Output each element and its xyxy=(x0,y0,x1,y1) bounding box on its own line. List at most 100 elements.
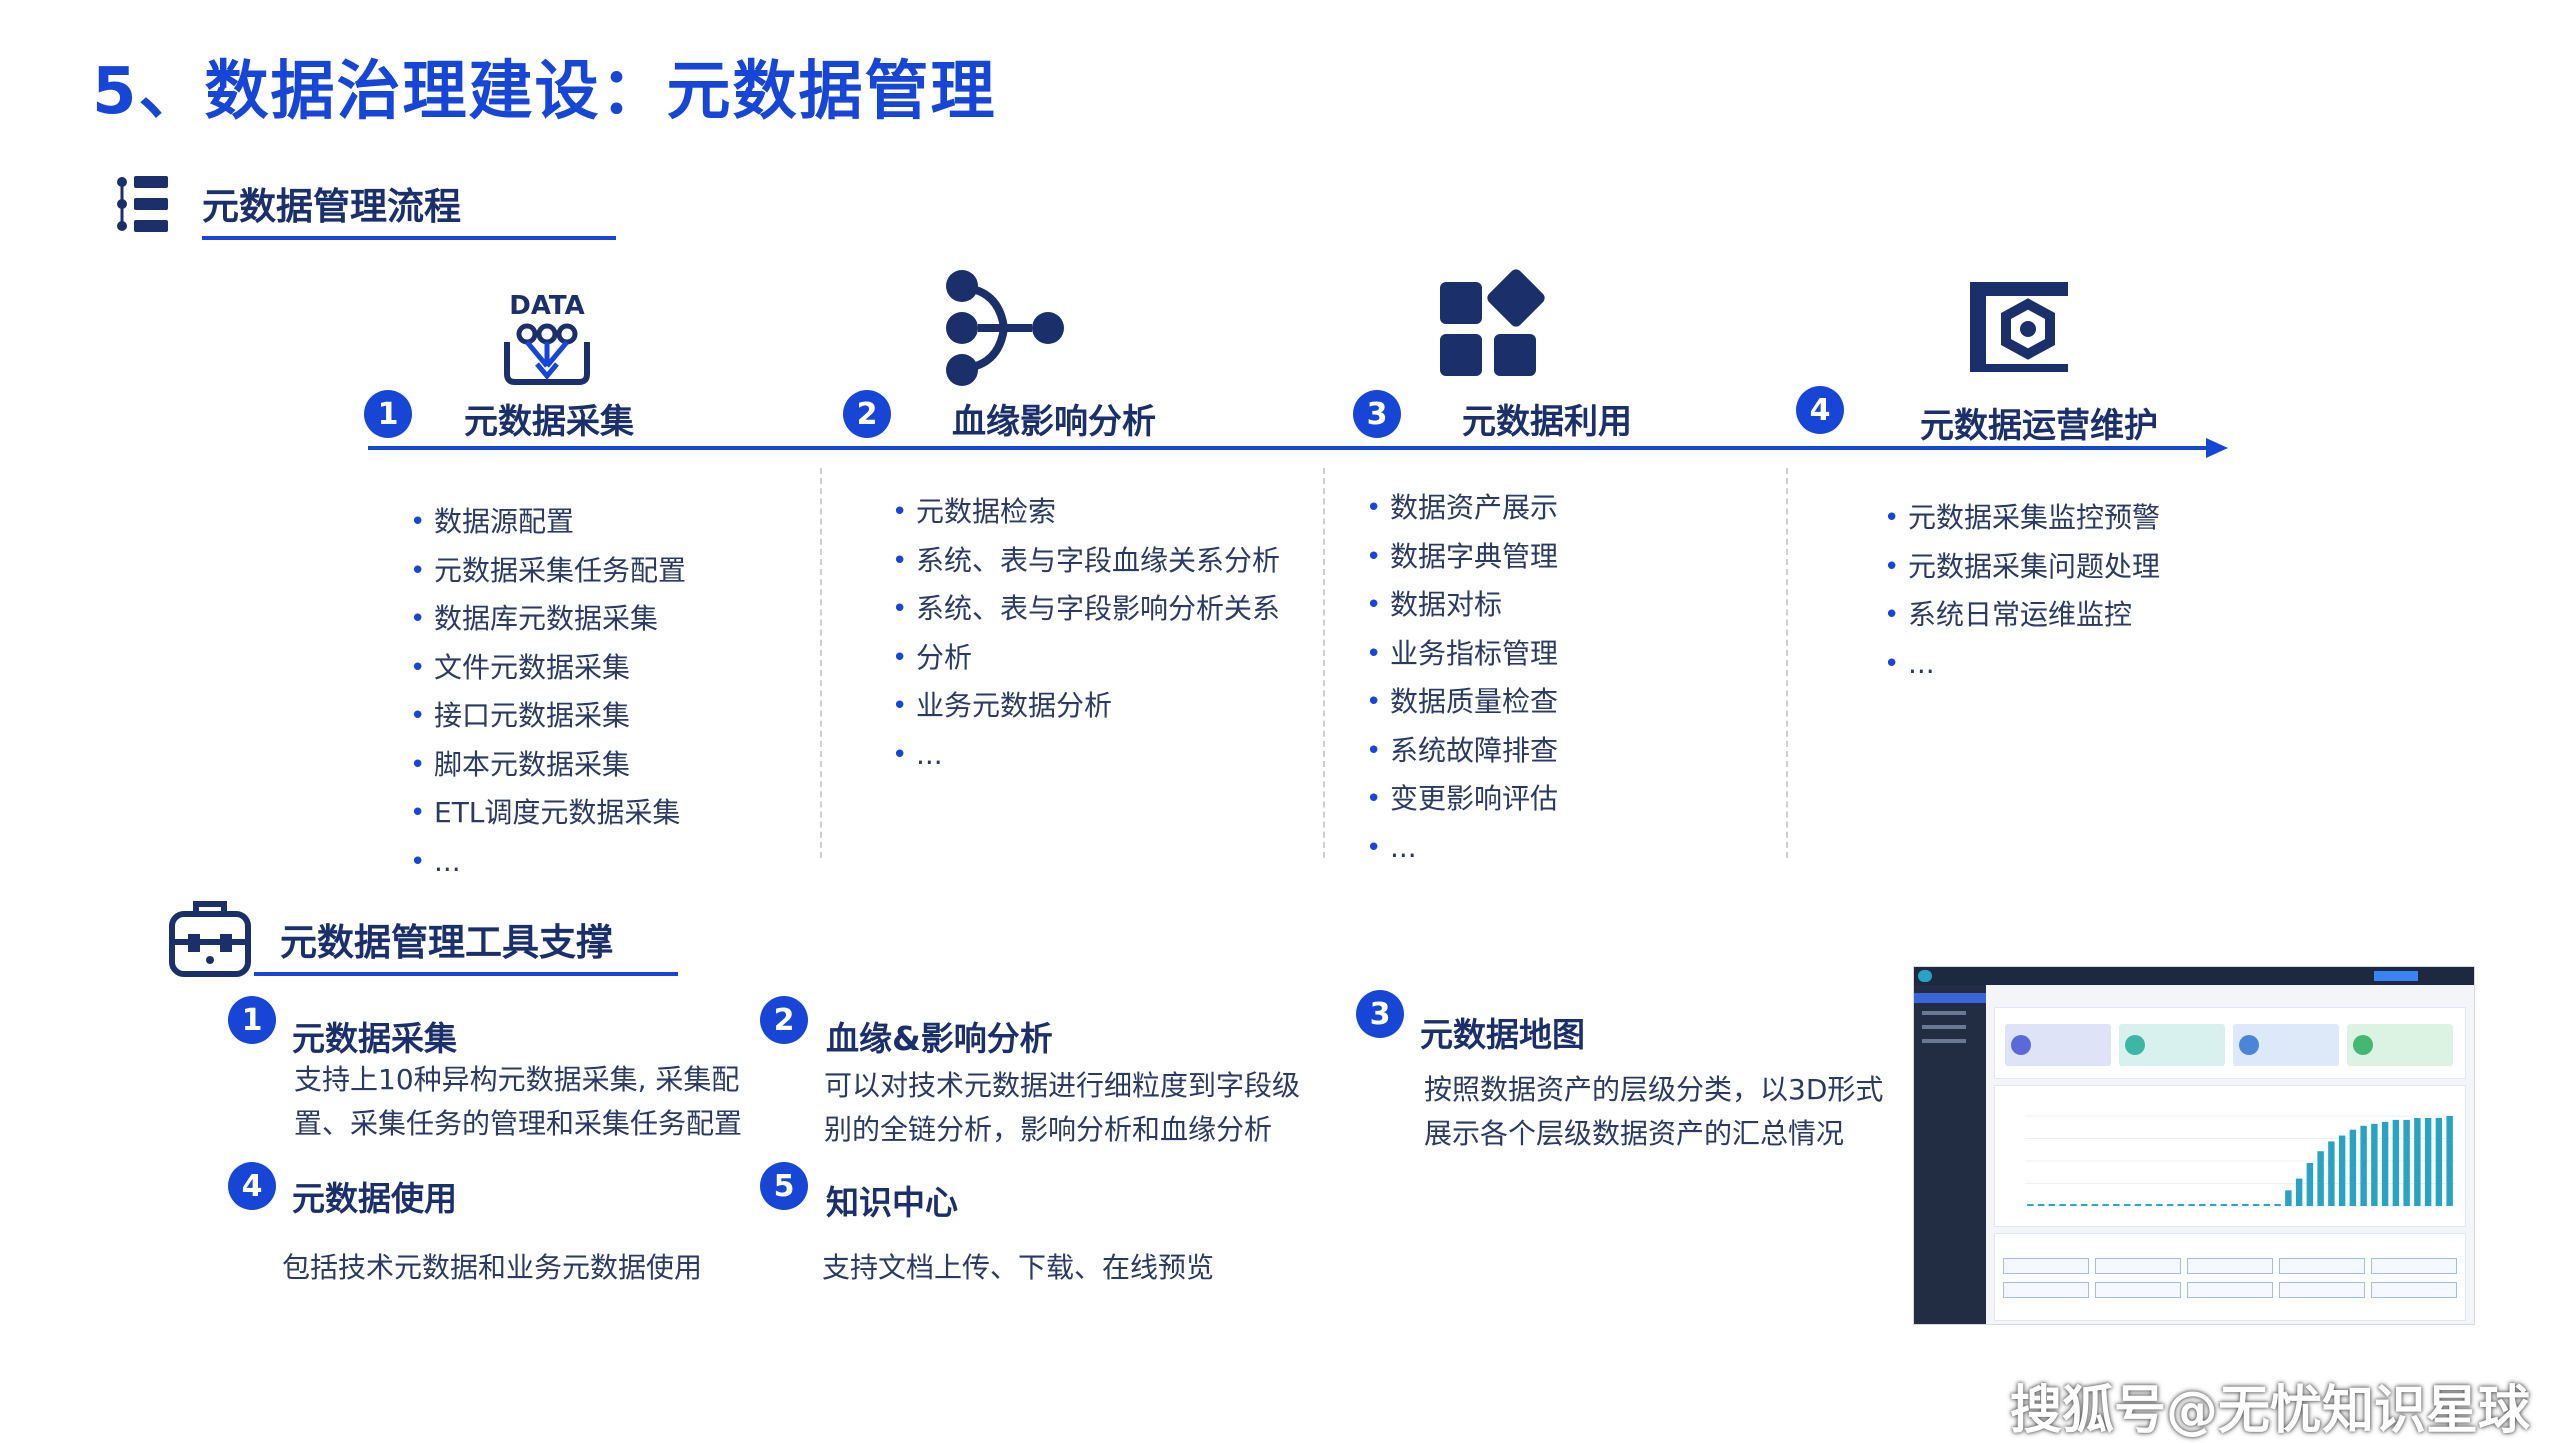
watermark: 搜狐号@无忧知识星球 xyxy=(2010,1381,2531,1441)
sidebar-item xyxy=(1922,1011,1966,1015)
stat-card-icon xyxy=(2239,1035,2259,1055)
active-tab-indicator xyxy=(2374,971,2418,981)
chart-bar xyxy=(2435,1117,2443,1206)
chart-bar xyxy=(2037,1204,2045,1206)
list-item: 元数据检索 xyxy=(892,488,1280,537)
chart-bar xyxy=(2360,1125,2367,1206)
product-screenshot xyxy=(1913,966,2475,1325)
ops-maintenance-icon xyxy=(1956,268,2086,388)
sidebar-item xyxy=(1922,1039,1966,1043)
chart-bar xyxy=(2188,1204,2195,1206)
column-divider xyxy=(820,468,822,858)
plugin-button xyxy=(2003,1258,2089,1274)
stage-3-number: 3 xyxy=(1353,390,1401,438)
trend-chart-panel xyxy=(1994,1085,2466,1227)
chart-bar xyxy=(2392,1119,2400,1206)
tool-5-desc: 支持文档上传、下载、在线预览 xyxy=(822,1251,1215,1284)
toolbox-icon xyxy=(169,901,251,977)
plugin-button xyxy=(2095,1258,2181,1274)
chart-bar xyxy=(2048,1204,2056,1206)
list-item: 业务指标管理 xyxy=(1366,630,1558,679)
tools-section-title: 元数据管理工具支撑 xyxy=(280,921,613,964)
list-item: 文件元数据采集 xyxy=(410,644,686,693)
stage-4-number: 4 xyxy=(1796,386,1844,434)
stat-card-icon xyxy=(2125,1035,2145,1055)
sidebar-item xyxy=(1922,1025,1966,1029)
tool-4-desc: 包括技术元数据和业务元数据使用 xyxy=(282,1251,703,1284)
chart-bar xyxy=(2403,1119,2410,1206)
chart-bar xyxy=(2199,1204,2206,1206)
plugin-button xyxy=(2279,1282,2365,1298)
stat-card xyxy=(2119,1024,2225,1066)
tools-section-underline xyxy=(254,972,678,976)
list-item: 元数据采集监控预警 xyxy=(1884,494,2160,543)
list-item: 分析 xyxy=(892,634,1280,683)
chart-bar xyxy=(2070,1204,2077,1206)
stage-2-number: 2 xyxy=(843,390,891,438)
chart-bar xyxy=(2166,1204,2174,1206)
app-logo-icon xyxy=(1918,970,1932,982)
tool-5-title: 知识中心 xyxy=(826,1183,958,1222)
list-item: 数据源配置 xyxy=(410,498,686,547)
stage-4-list: 元数据采集监控预警 元数据采集问题处理 系统日常运维监控 ... xyxy=(1884,494,2160,688)
stage-3-list: 数据资产展示 数据字典管理 数据对标 业务指标管理 数据质量检查 系统故障排查 … xyxy=(1366,484,1558,872)
list-item: 数据字典管理 xyxy=(1366,533,1558,582)
stat-card-icon xyxy=(2011,1035,2031,1055)
list-item: 系统故障排查 xyxy=(1366,727,1558,776)
apps-grid-icon xyxy=(1432,268,1562,388)
lineage-graph-icon xyxy=(940,268,1070,388)
list-item: ... xyxy=(1884,640,2160,689)
chart-bar xyxy=(2295,1178,2303,1206)
chart-bar xyxy=(2338,1135,2346,1206)
trend-bar-chart xyxy=(2025,1115,2455,1207)
chart-bar xyxy=(2102,1204,2109,1206)
chart-bar xyxy=(2306,1162,2314,1206)
sidebar-active-item xyxy=(1914,993,1986,1003)
stage-1-label: 元数据采集 xyxy=(464,402,634,442)
timeline-arrow-icon xyxy=(2206,438,2228,458)
data-collect-icon: DATA xyxy=(482,282,612,402)
chart-bar xyxy=(2059,1204,2066,1206)
list-item: ... xyxy=(410,838,686,887)
plugin-button xyxy=(2371,1282,2457,1298)
list-item: ... xyxy=(892,731,1280,780)
chart-bar xyxy=(2177,1204,2185,1206)
list-item: ... xyxy=(1366,824,1558,873)
list-item: 系统日常运维监控 xyxy=(1884,591,2160,640)
chart-bar xyxy=(2263,1204,2271,1206)
process-section-title: 元数据管理流程 xyxy=(202,185,461,228)
list-item: 业务元数据分析 xyxy=(892,682,1280,731)
list-item: 数据质量检查 xyxy=(1366,678,1558,727)
stage-1-number: 1 xyxy=(364,390,412,438)
list-item: 数据对标 xyxy=(1366,581,1558,630)
chart-bar xyxy=(2349,1129,2357,1206)
tool-1-desc: 支持上10种异构元数据采集, 采集配置、采集任务的管理和采集任务配置 xyxy=(294,1063,743,1140)
chart-bar xyxy=(2123,1204,2131,1206)
stat-card xyxy=(2233,1024,2339,1066)
stats-panel xyxy=(1994,1007,2466,1079)
screenshot-sidebar xyxy=(1914,985,1986,1324)
data-collect-icon-text: DATA xyxy=(509,291,585,321)
chart-bar xyxy=(2317,1151,2324,1206)
plugin-button xyxy=(2003,1282,2089,1298)
chart-bar xyxy=(2113,1204,2120,1206)
stat-card xyxy=(2347,1024,2453,1066)
list-item: 系统、表与字段血缘关系分析 xyxy=(892,537,1280,586)
stage-2-label: 血缘影响分析 xyxy=(952,402,1156,442)
chart-bar xyxy=(2414,1117,2421,1206)
chart-bar xyxy=(2134,1204,2142,1206)
tool-3-desc: 按照数据资产的层级分类，以3D形式展示各个层级数据资产的汇总情况 xyxy=(1424,1073,1884,1150)
list-item: ETL调度元数据采集 xyxy=(410,789,686,838)
chart-bar xyxy=(2285,1190,2292,1206)
chart-bar xyxy=(2242,1204,2249,1206)
plugin-button xyxy=(2187,1282,2273,1298)
screenshot-topbar xyxy=(1914,967,2474,985)
tool-3-title: 元数据地图 xyxy=(1420,1015,1585,1054)
tool-4-number: 4 xyxy=(228,1162,276,1210)
column-divider xyxy=(1786,468,1788,858)
tool-2-title: 血缘&影响分析 xyxy=(826,1019,1053,1058)
list-icon xyxy=(117,176,168,232)
stage-4-label: 元数据运营维护 xyxy=(1920,406,2158,446)
tool-1-title: 元数据采集 xyxy=(292,1019,457,1058)
chart-bar xyxy=(2231,1204,2238,1206)
